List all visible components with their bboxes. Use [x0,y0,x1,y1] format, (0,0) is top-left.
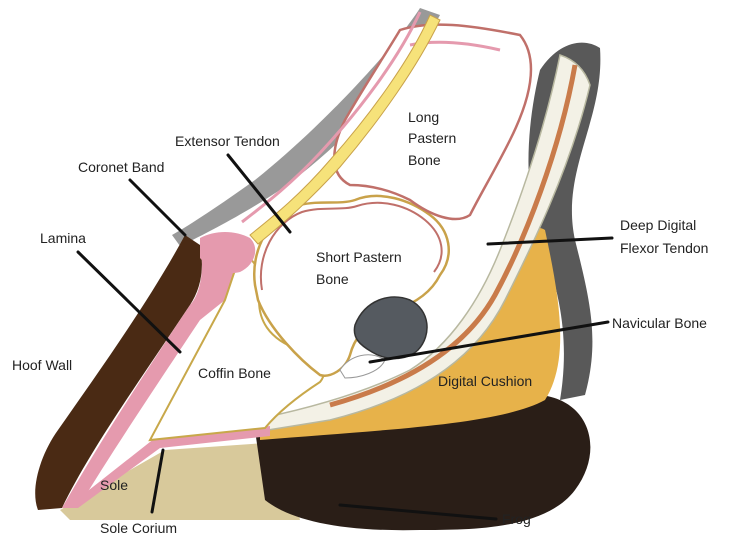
sole-corium-leader [150,448,165,514]
label-navicular-bone: Navicular Bone [612,315,707,331]
front-hair [172,8,440,246]
lamina-leader [76,250,182,354]
label-hoof-wall: Hoof Wall [12,357,72,373]
label-deep-digital-flexor-tendon-1: Deep Digital [620,217,696,233]
label-deep-digital-flexor-tendon-2: Flexor Tendon [620,240,708,256]
label-coronet-band: Coronet Band [78,159,164,175]
label-short-pastern-bone-1: Short Pastern [316,249,402,265]
flexor-tendon-core [329,64,578,408]
label-digital-cushion: Digital Cushion [438,373,532,389]
sole-corium-region [70,426,270,508]
lamina-region [62,245,240,508]
sole-region [60,442,300,520]
extensor-tendon-leader [226,153,292,234]
coronet-band-leader [128,178,187,237]
extensor-tendon-pink [241,11,422,224]
label-short-pastern-bone-2: Bone [316,271,349,287]
label-long-pastern-bone-3: Bone [408,152,441,168]
label-sole: Sole [100,477,128,493]
navicular-bone-region [353,296,428,360]
frog-leader [338,503,498,521]
short-pastern-bone-outline [259,201,443,291]
digital-cushion-region [260,228,561,440]
coronet-band-region [200,232,256,274]
short-pastern-bone-region [252,194,450,377]
extensor-tendon-region [249,14,441,245]
label-sole-corium: Sole Corium [100,520,177,536]
label-long-pastern-bone-1: Long [408,109,439,125]
deep-digital-flexor-tendon-leader [486,236,614,246]
label-extensor-tendon: Extensor Tendon [175,133,280,149]
hoof-wall-region [35,235,202,510]
label-coffin-bone: Coffin Bone [198,365,271,381]
label-long-pastern-bone-2: Pastern [408,130,456,146]
navicular-bone-leader [368,320,610,364]
label-frog: Frog [502,511,531,527]
label-lamina: Lamina [40,230,86,246]
